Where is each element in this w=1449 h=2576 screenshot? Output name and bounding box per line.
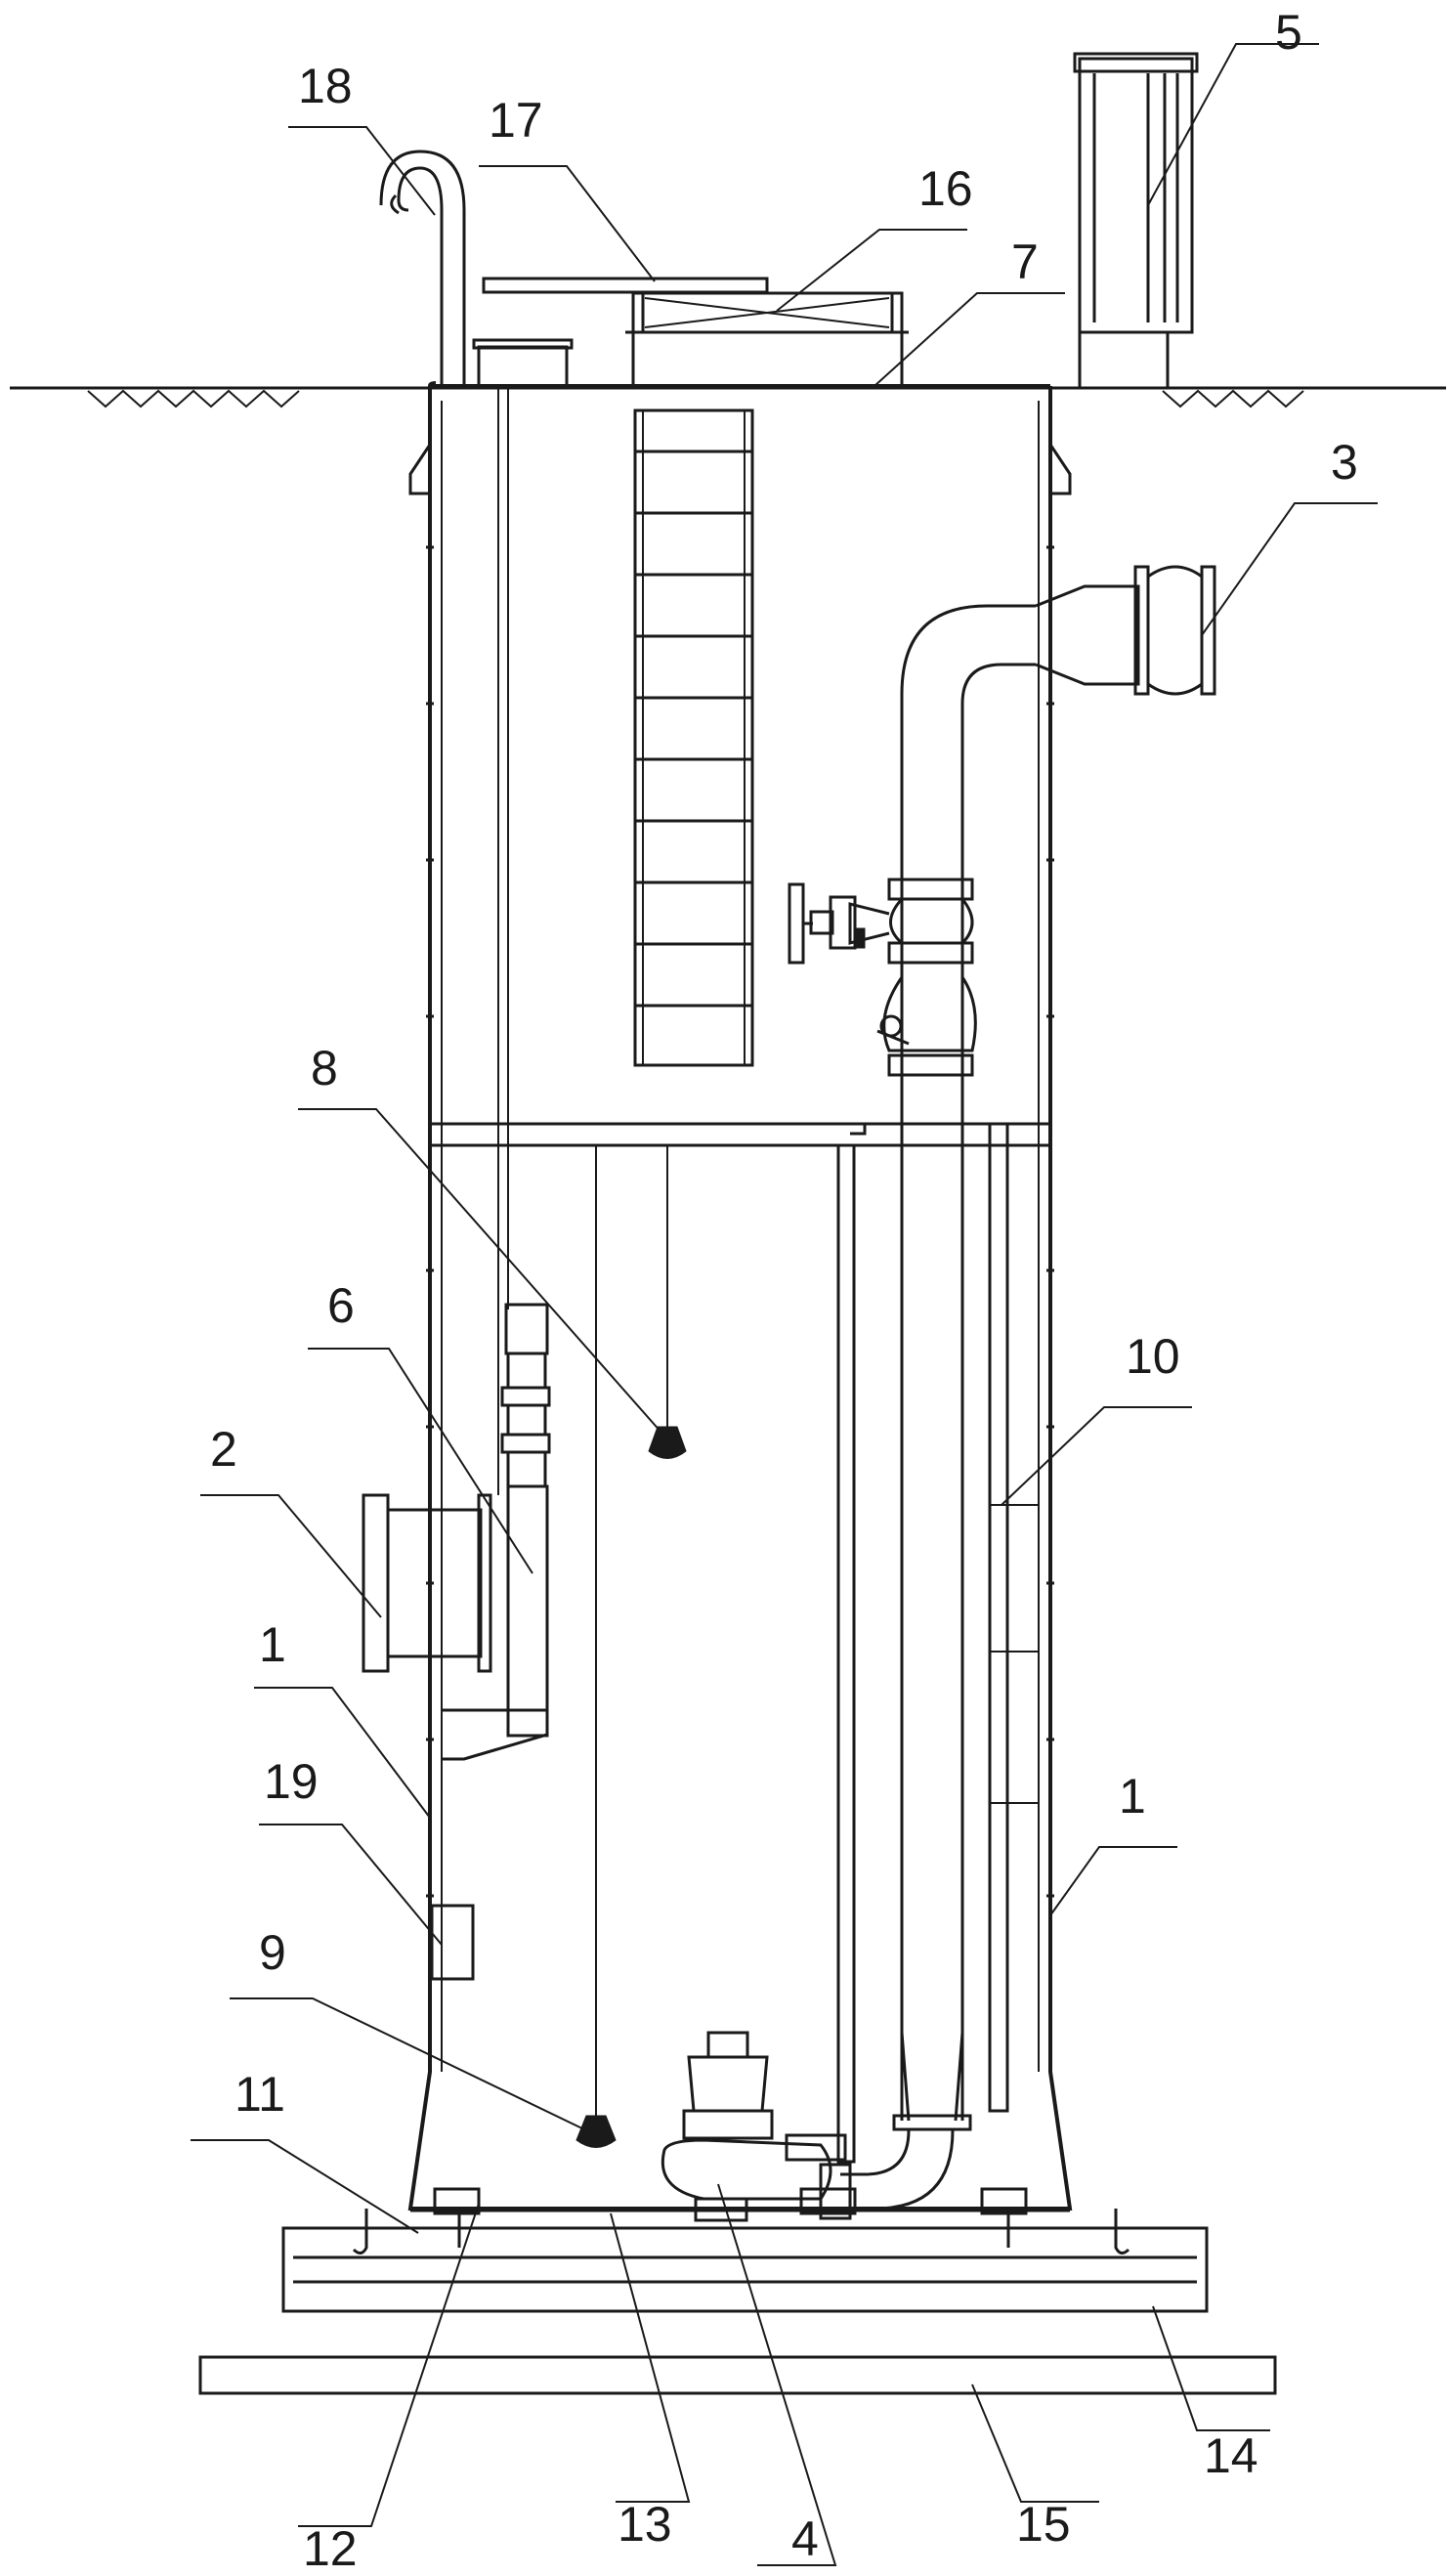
inlet-pipe: [362, 1493, 549, 1761]
label-11: 11: [234, 2067, 285, 2122]
label-4: 4: [791, 2512, 819, 2566]
label-10: 10: [1126, 1329, 1180, 1384]
label-5: 5: [1275, 5, 1302, 60]
leader-lines: [191, 43, 1378, 2566]
tank-body: [407, 381, 1073, 2211]
label-3: 3: [1331, 435, 1358, 490]
guide-rails: [836, 1122, 1039, 2164]
label-19: 19: [264, 1754, 319, 1809]
label-16: 16: [918, 161, 973, 216]
foundation: [198, 2187, 1277, 2395]
label-2: 2: [210, 1422, 237, 1477]
small-junction-box: [430, 1904, 475, 1981]
label-12: 12: [303, 2521, 358, 2576]
label-14: 14: [1204, 2428, 1258, 2483]
vent-pipe: [379, 150, 466, 386]
label-15: 15: [1016, 2497, 1071, 2552]
label-1-right: 1: [1119, 1769, 1146, 1824]
label-7: 7: [1011, 235, 1039, 289]
wall-bolts: [426, 545, 1054, 1898]
inlet-grinder: [497, 386, 551, 1738]
float-switch-cables: [575, 1145, 687, 2148]
discharge-pipe: [788, 565, 1216, 2211]
access-collar: [472, 338, 574, 386]
control-cabinet: [1073, 52, 1199, 390]
label-17: 17: [489, 93, 543, 148]
top-cover: [482, 277, 909, 388]
platform-beam: [430, 1122, 1050, 1147]
label-8: 8: [311, 1041, 338, 1095]
label-13: 13: [618, 2497, 672, 2552]
submersible-pump: [661, 2031, 857, 2222]
label-1-left: 1: [259, 1617, 286, 1672]
ladder: [633, 408, 754, 1067]
label-18: 18: [298, 59, 353, 113]
ground-line: [10, 386, 1446, 408]
callout-labels: 18 17 16 7 5 3 8 6 2 1 19 9 11 10 1 12 1…: [210, 5, 1358, 2576]
label-9: 9: [259, 1925, 286, 1980]
label-6: 6: [327, 1278, 355, 1333]
